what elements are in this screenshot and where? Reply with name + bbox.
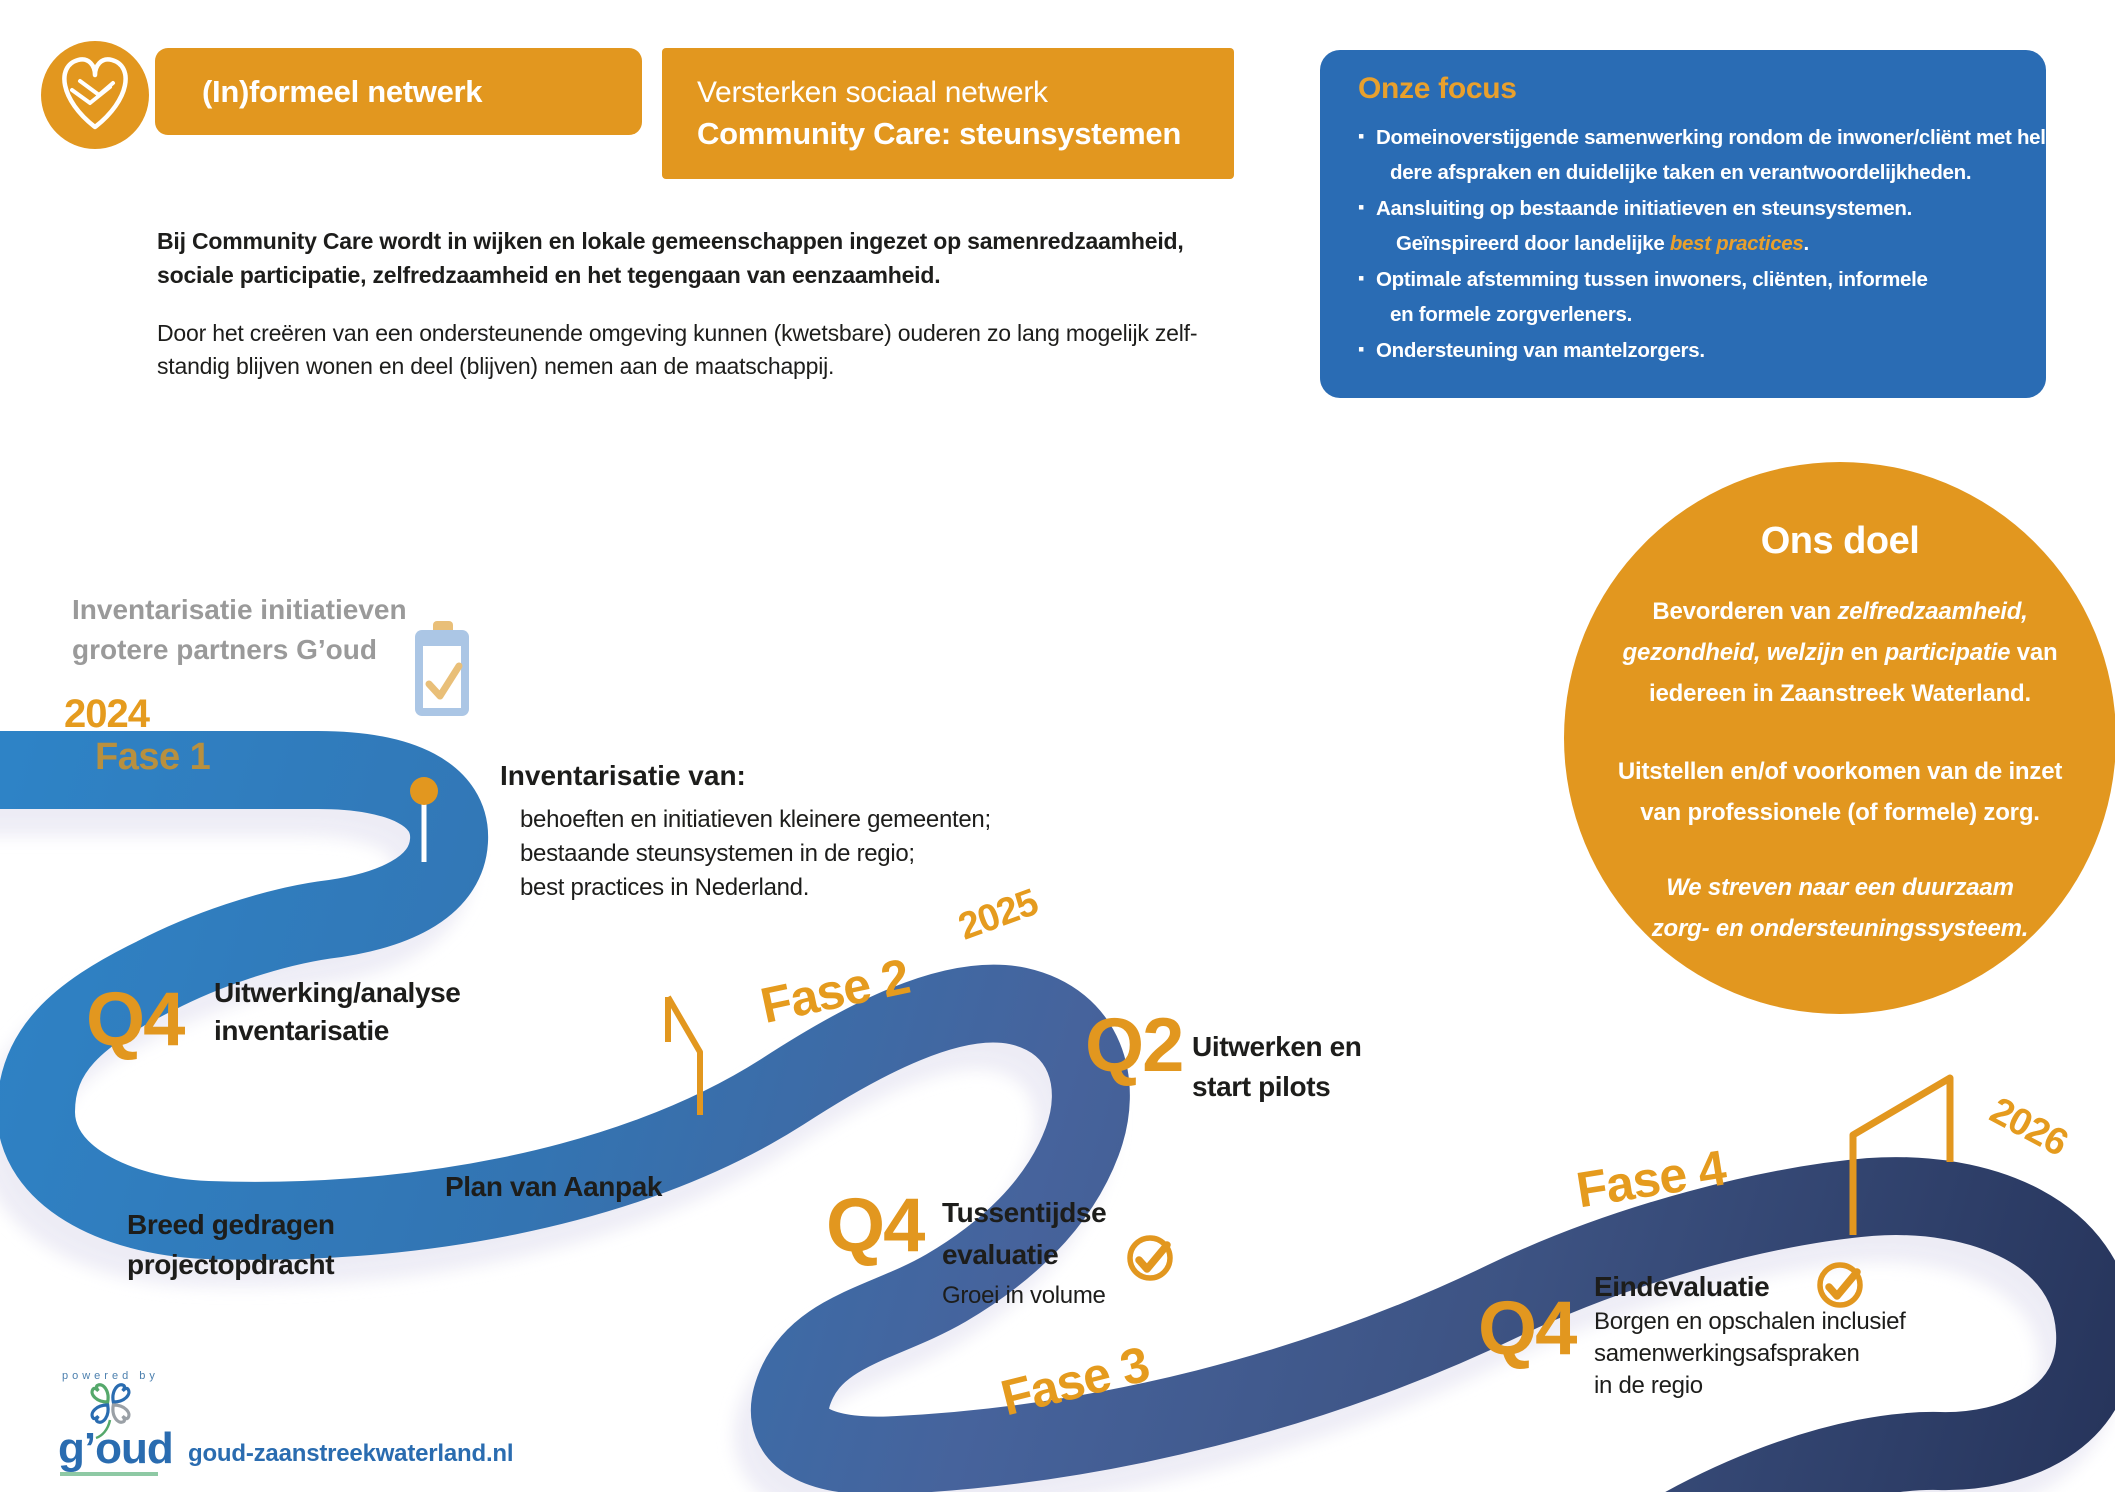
powered-by-label: powered by [62, 1370, 159, 1382]
breed-label-line1: Breed gedragen [127, 1209, 335, 1240]
goal-p1-l2b: en [1844, 639, 1885, 666]
goal-p1-line3: iedereen in Zaanstreek Waterland. [1649, 680, 2031, 707]
title-box: Versterken sociaal netwerk Community Car… [662, 48, 1234, 179]
inventory-note-line2: grotere partners G’oud [72, 634, 377, 665]
focus-bullet-2-highlight: best practices [1669, 232, 1804, 255]
handshake-heart-icon [41, 41, 149, 149]
website-url: goud-zaanstreekwaterland.nl [188, 1440, 514, 1467]
goal-p3-line2: zorg- en ondersteuningssysteem. [1651, 915, 2029, 942]
focus-bullet-3-line2: en formele zorgverleners. [1390, 303, 1633, 326]
q2-label-line1: Uitwerken en [1192, 1031, 1362, 1062]
focus-bullet-2-line2: Geïnspireerd door landelijke best practi… [1396, 232, 1809, 256]
q4a-label-line1: Uitwerking/analyse [214, 977, 461, 1008]
q4b-label-line2: evaluatie [942, 1239, 1059, 1270]
inventarisatie-item-2: bestaande steunsystemen in de regio; [502, 840, 915, 868]
logo-underline [60, 1472, 158, 1476]
inventarisatie-title: Inventarisatie van: [500, 760, 746, 791]
q4-milestone-3: Q4 [1478, 1286, 1577, 1371]
flag-marker-icon [1849, 1074, 1954, 1235]
road-path [0, 731, 2115, 1492]
goud-logo-text: g’oud [58, 1424, 174, 1473]
check-circle-icon [1127, 1235, 1173, 1281]
informeel-netwerk-badge: (In)formeel netwerk [155, 48, 642, 135]
q4b-label-line1: Tussentijdse [942, 1197, 1107, 1228]
flag-marker-icon [665, 995, 703, 1115]
goal-p1-l1b: zelfredzaamheid, [1837, 598, 2028, 625]
title-line1: Versterken sociaal netwerk [697, 75, 1048, 109]
fase1-label: Fase 1 [95, 736, 211, 778]
check-circle-icon [1817, 1262, 1863, 1308]
clipboard-check-icon [415, 621, 469, 716]
q4c-sub-line1: Borgen en opschalen inclusief [1594, 1308, 1906, 1335]
breed-label-line2: projectopdracht [127, 1249, 335, 1280]
intro-bold-line1: Bij Community Care wordt in wijken en lo… [157, 228, 1184, 254]
goal-p1-l2c: participatie [1884, 639, 2011, 666]
year-2024: 2024 [64, 692, 150, 736]
q2-label-line2: start pilots [1192, 1071, 1331, 1102]
plan-van-aanpak-label: Plan van Aanpak [445, 1171, 663, 1202]
inventory-note-line1: Inventarisatie initiatieven [72, 594, 407, 625]
inventarisatie-item-3: best practices in Nederland. [502, 874, 809, 902]
focus-bullet-2-line2-text: Geïnspireerd door landelijke [1396, 232, 1670, 255]
q4c-sub-line2: samenwerkingsafspraken [1594, 1340, 1860, 1367]
inventarisatie-item-1: behoeften en initiatieven kleinere gemee… [502, 806, 991, 834]
intro-bold-line2: sociale participatie, zelfredzaamheid en… [157, 262, 941, 288]
focus-bullet-2-period: . [1803, 232, 1810, 255]
goal-p1-l2a: gezondheid, welzijn [1622, 639, 1845, 666]
focus-bullet-1-line2: dere afspraken en duidelijke taken en ve… [1390, 161, 1972, 184]
goal-p2-line2: van professionele (of formele) zorg. [1640, 799, 2040, 826]
badge-label: (In)formeel netwerk [202, 73, 483, 109]
q4-milestone-1: Q4 [86, 977, 185, 1062]
goal-p2-line1: Uitstellen en/of voorkomen van de inzet [1617, 758, 2063, 785]
q4c-label: Eindevaluatie [1594, 1271, 1770, 1302]
q4c-sub-line3: in de regio [1594, 1372, 1703, 1399]
focus-bullet-3-line1: Optimale afstemming tussen inwoners, cli… [1358, 268, 1928, 292]
focus-title: Onze focus [1358, 72, 1517, 105]
q4-milestone-2: Q4 [826, 1183, 925, 1268]
q4a-label-line2: inventarisatie [214, 1015, 389, 1046]
q4b-sublabel: Groei in volume [942, 1282, 1106, 1309]
goal-circle: Ons doel Bevorderen van zelfredzaamheid,… [1564, 462, 2115, 1014]
focus-bullet-1-line1: Domeinoverstijgende samenwerking rondom … [1358, 126, 2053, 150]
goal-p1-line2: gezondheid, welzijn en participatie van [1564, 639, 2115, 667]
goal-p1-line1: Bevorderen van zelfredzaamheid, [1564, 598, 2115, 626]
goal-p1-l1a: Bevorderen van [1652, 598, 1838, 625]
goal-title: Ons doel [1760, 520, 1920, 562]
intro-reg-line1: Door het creëren van een ondersteunende … [157, 320, 1198, 346]
milestone-pin-icon [410, 777, 438, 862]
clover-hearts-logo [90, 1383, 131, 1440]
q2-milestone: Q2 [1085, 1003, 1184, 1088]
title-line2: Community Care: steunsystemen [697, 115, 1181, 151]
intro-reg-line2: standig blijven wonen en deel (blijven) … [157, 353, 835, 379]
focus-bullet-2-line1: Aansluiting op bestaande initiatieven en… [1358, 197, 1912, 221]
focus-bullet-4: Ondersteuning van mantelzorgers. [1358, 339, 1705, 363]
goal-p3-line1: We streven naar een duurzaam [1666, 874, 2014, 901]
goal-p1-l2d: van [2010, 639, 2058, 666]
